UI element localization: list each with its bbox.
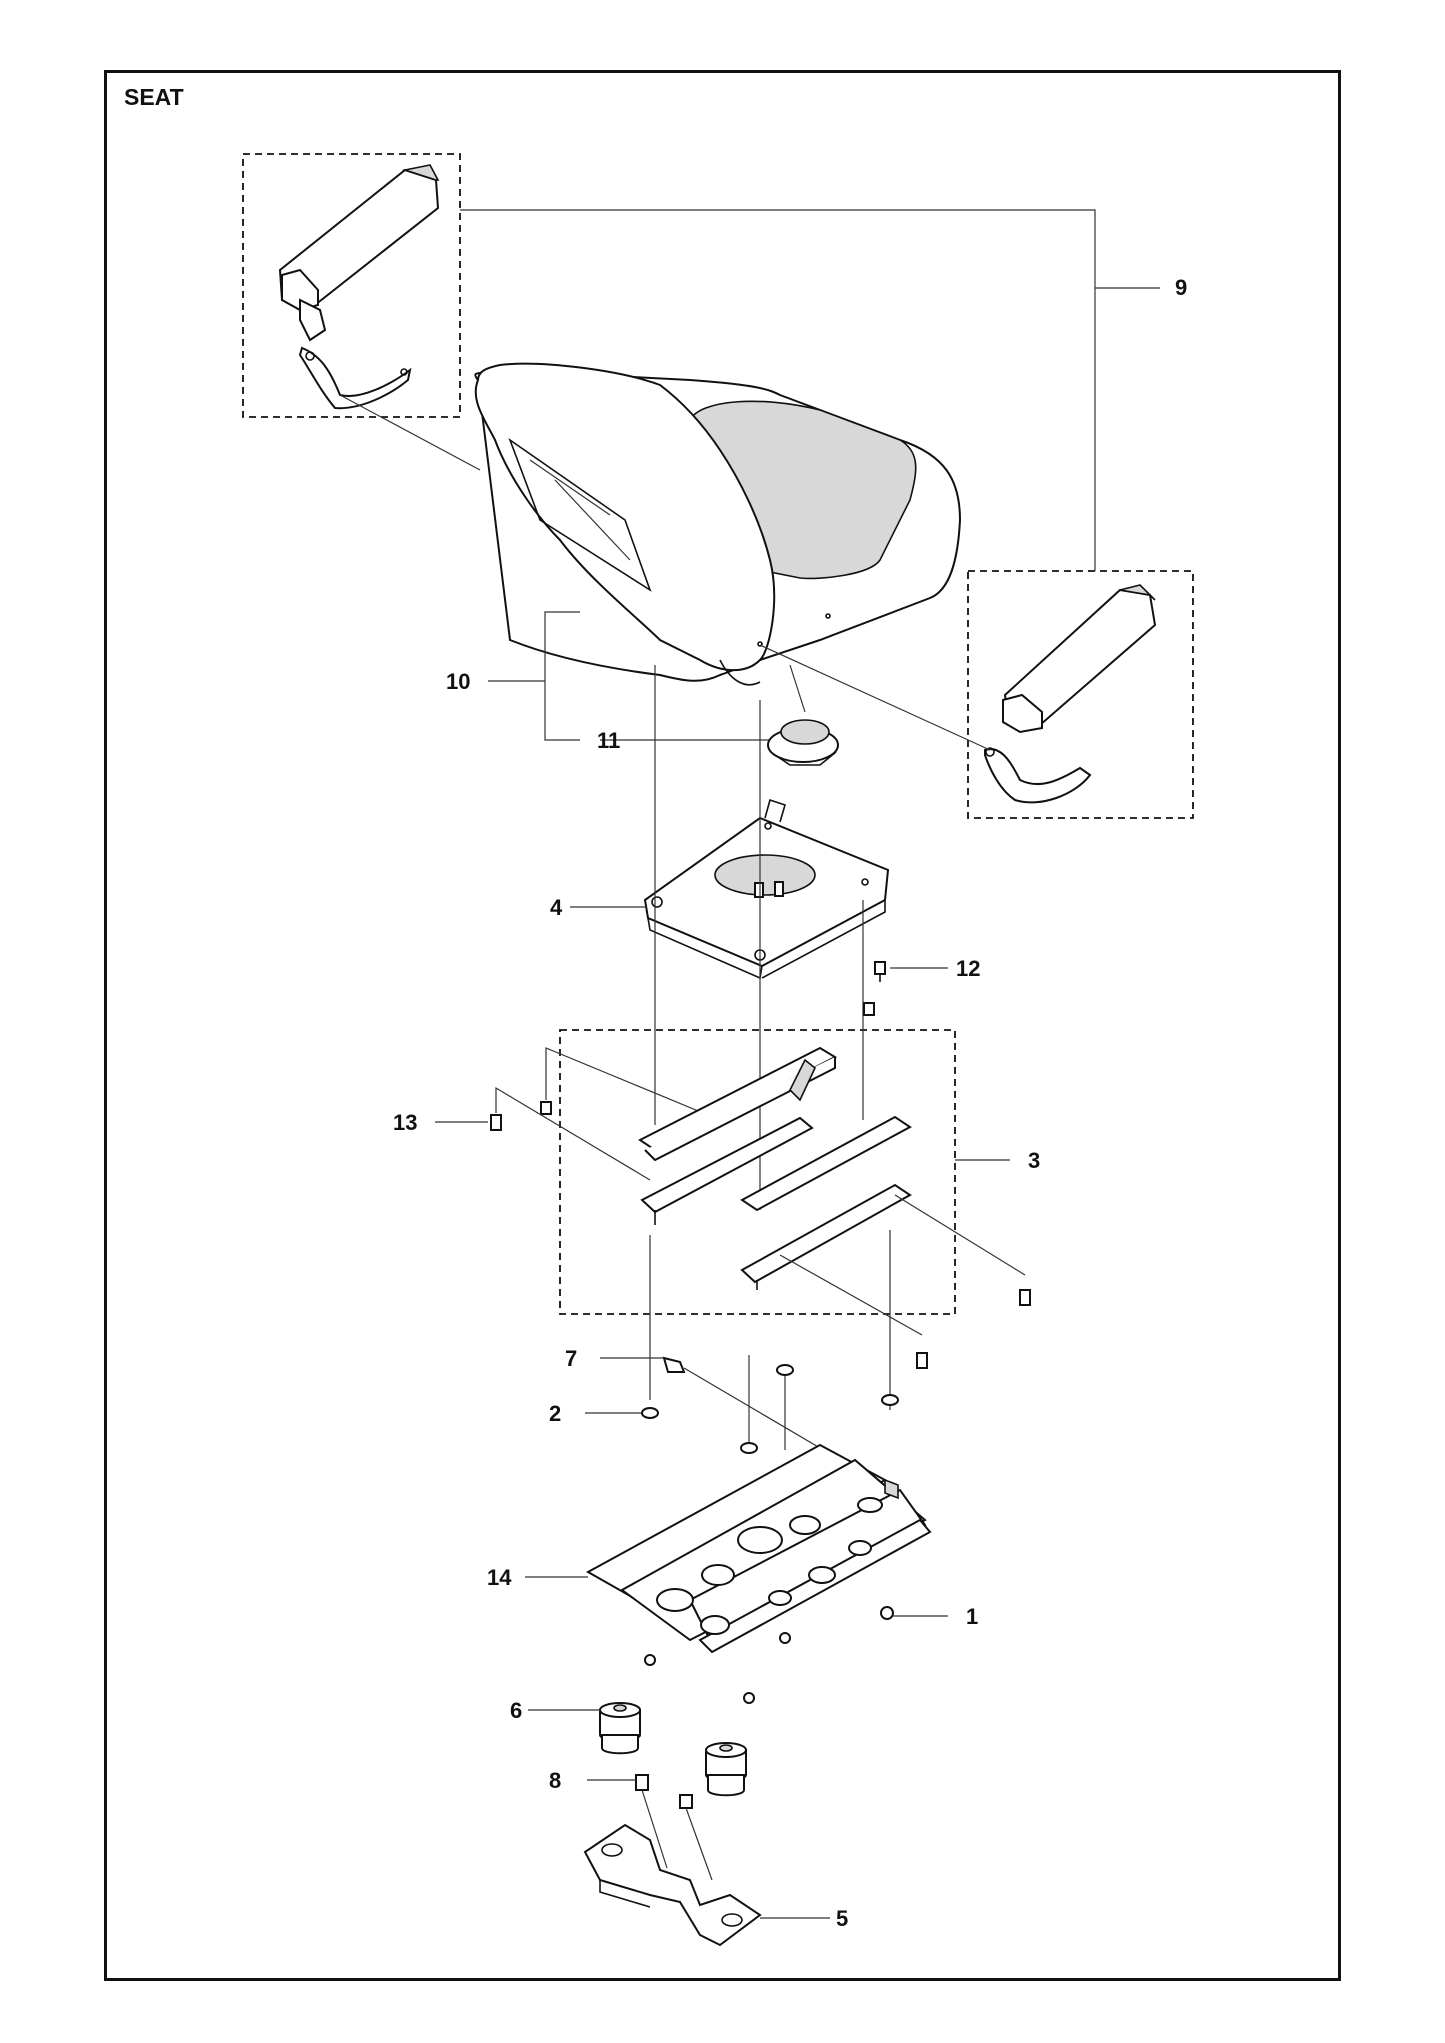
armrest-right-leader [759, 644, 991, 751]
armrest-left [278, 164, 440, 410]
callout-2: 2 [549, 1401, 562, 1426]
armrest-right-group-box [967, 570, 1194, 819]
screw-13 [490, 1101, 552, 1131]
diagram-frame [104, 70, 1341, 1981]
callout-7: 7 [565, 1346, 578, 1371]
armrest-right [984, 584, 1157, 804]
washer-2 [641, 1407, 659, 1419]
callout-3: 3 [1028, 1148, 1041, 1173]
page-title: SEAT [124, 84, 184, 110]
callout-13: 13 [393, 1110, 418, 1135]
bolt-7 [662, 1356, 686, 1373]
leader-9-bracket [460, 209, 1096, 571]
seat-switch [767, 719, 839, 766]
rubber-damper-6b [705, 1742, 747, 1797]
bolt-12 [863, 961, 886, 1016]
callout-14: 14 [487, 1565, 512, 1590]
callout-12: 12 [956, 956, 981, 981]
screw-3-right [1019, 1289, 1031, 1306]
callout-9: 9 [1175, 275, 1188, 300]
callout-4: 4 [550, 895, 563, 920]
callout-8: 8 [549, 1768, 562, 1793]
seat-cushion [474, 362, 962, 686]
callout-1: 1 [966, 1604, 979, 1629]
nut-1 [644, 1606, 894, 1704]
seat-mounting-plate [643, 798, 890, 980]
leader-10-bracket [544, 611, 580, 741]
rubber-damper-6 [599, 1702, 641, 1755]
bolt-8 [635, 1774, 693, 1809]
screw-3-lower [916, 1352, 928, 1369]
callout-11: 11 [597, 728, 621, 753]
slide-rail-group-box [559, 1029, 956, 1315]
callout-10: 10 [446, 669, 471, 694]
callout-5: 5 [836, 1906, 849, 1931]
armrest-left-leader [339, 394, 481, 471]
seat-base-frame [585, 1443, 932, 1654]
callout-6: 6 [510, 1698, 523, 1723]
armrest-left-group-box [242, 153, 461, 418]
lower-bracket-5 [583, 1823, 762, 1947]
slide-rail-assembly [638, 1046, 912, 1290]
